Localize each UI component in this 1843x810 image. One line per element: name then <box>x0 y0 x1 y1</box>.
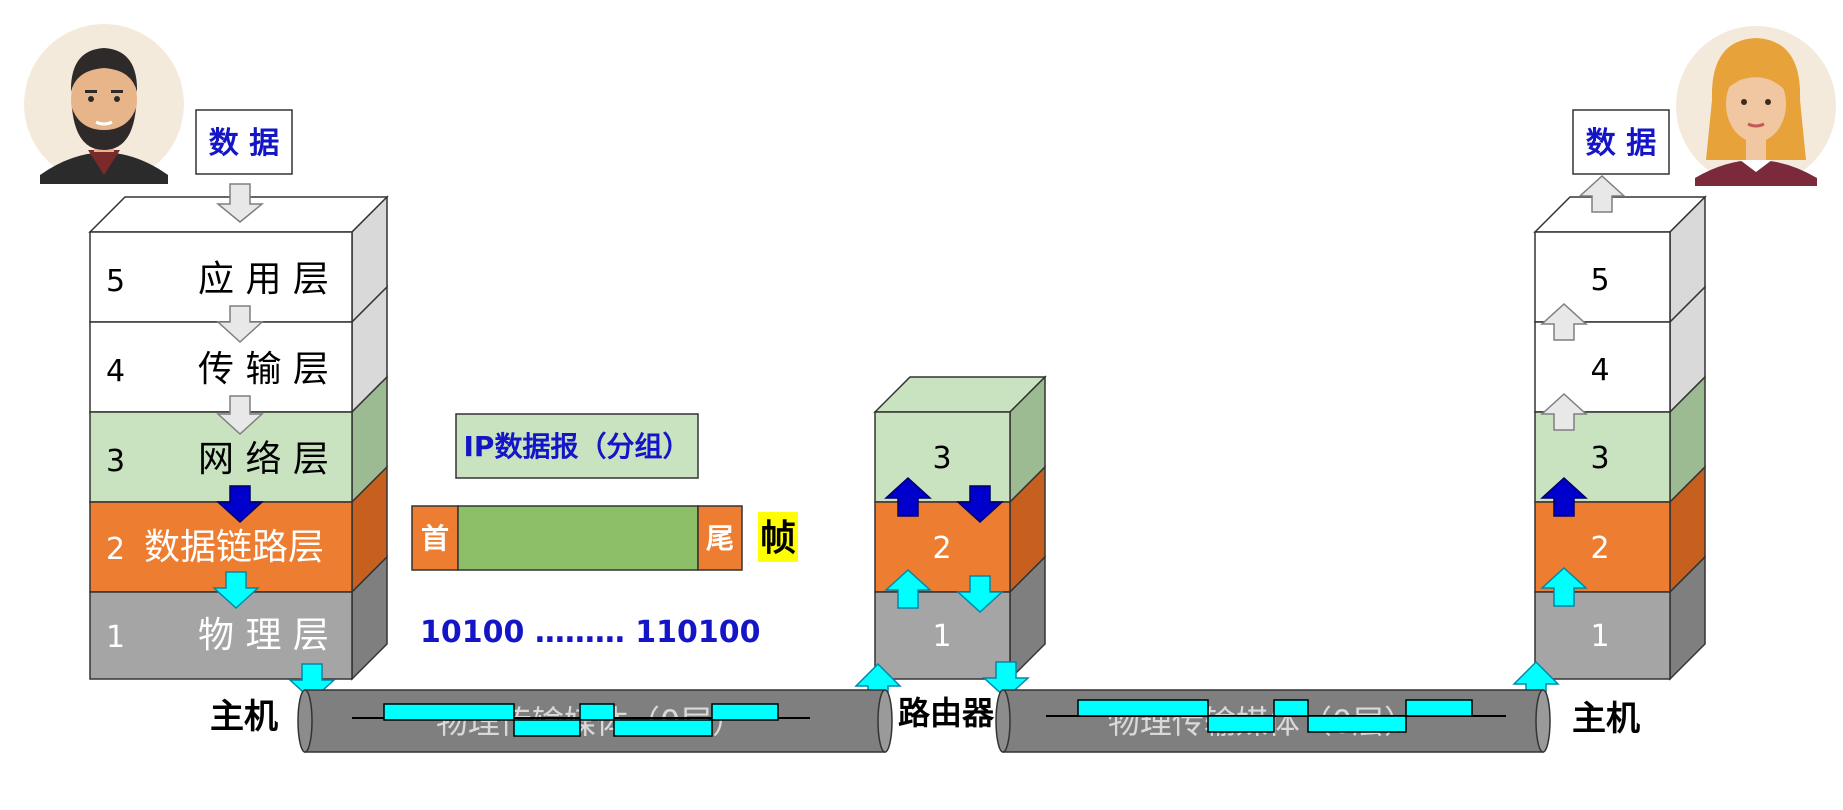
left-layer-num: 2 <box>106 532 125 567</box>
right-layer-num: 1 <box>1590 619 1609 654</box>
bits-label: 10100 ……… 110100 <box>420 615 761 650</box>
left-layer-name: 网 络 层 <box>198 439 329 480</box>
left-layer-num: 1 <box>106 620 125 655</box>
router-layer-num: 3 <box>932 441 951 476</box>
right-data-label: 数 据 <box>1586 126 1656 161</box>
right-media-cylinder: 物理传输媒体（0层） <box>995 689 1551 753</box>
right-layer-num: 2 <box>1590 531 1609 566</box>
man-avatar-icon <box>24 24 184 184</box>
left-layer-name: 应 用 层 <box>198 259 329 300</box>
left-layer-num: 4 <box>106 354 125 389</box>
right-up-arrows <box>1512 174 1626 701</box>
left-layer-name: 数据链路层 <box>144 527 324 568</box>
left-layer-name: 传 输 层 <box>198 349 329 390</box>
frame-tail-label: 尾 <box>706 522 734 555</box>
frame-label: 帧 <box>760 518 796 559</box>
right-layer-num: 4 <box>1590 353 1609 388</box>
router-layer-num: 1 <box>932 619 951 654</box>
woman-avatar-icon <box>1676 26 1836 186</box>
frame-highlight <box>758 512 798 562</box>
right-host-label: 主机 <box>1572 699 1640 739</box>
frame-head-label: 首 <box>421 522 449 555</box>
router-layer-num: 2 <box>932 531 951 566</box>
left-layer-num: 3 <box>106 444 125 479</box>
router-label: 路由器 <box>898 694 995 732</box>
right-data-box <box>1572 109 1670 175</box>
frame-body <box>457 505 699 571</box>
left-layer-num: 5 <box>106 264 125 299</box>
frame-tail <box>697 505 743 571</box>
left-host-stack: 5 应 用 层 4 传 输 层 3 网 络 层 2 数据链路层 1 物 理 层 <box>88 195 389 681</box>
router-stack: 3 2 1 <box>873 375 1047 681</box>
left-host-label: 主机 <box>210 697 278 737</box>
ip-datagram-label: IP数据报（分组） <box>464 430 691 463</box>
left-data-box <box>195 109 293 175</box>
left-media-cylinder: 物理传输媒体（0层） <box>297 689 893 753</box>
ip-datagram-box <box>455 413 699 479</box>
right-layer-num: 5 <box>1590 263 1609 298</box>
right-layer-num: 3 <box>1590 441 1609 476</box>
left-data-label: 数 据 <box>209 126 279 161</box>
left-layer-name: 物 理 层 <box>198 615 329 656</box>
